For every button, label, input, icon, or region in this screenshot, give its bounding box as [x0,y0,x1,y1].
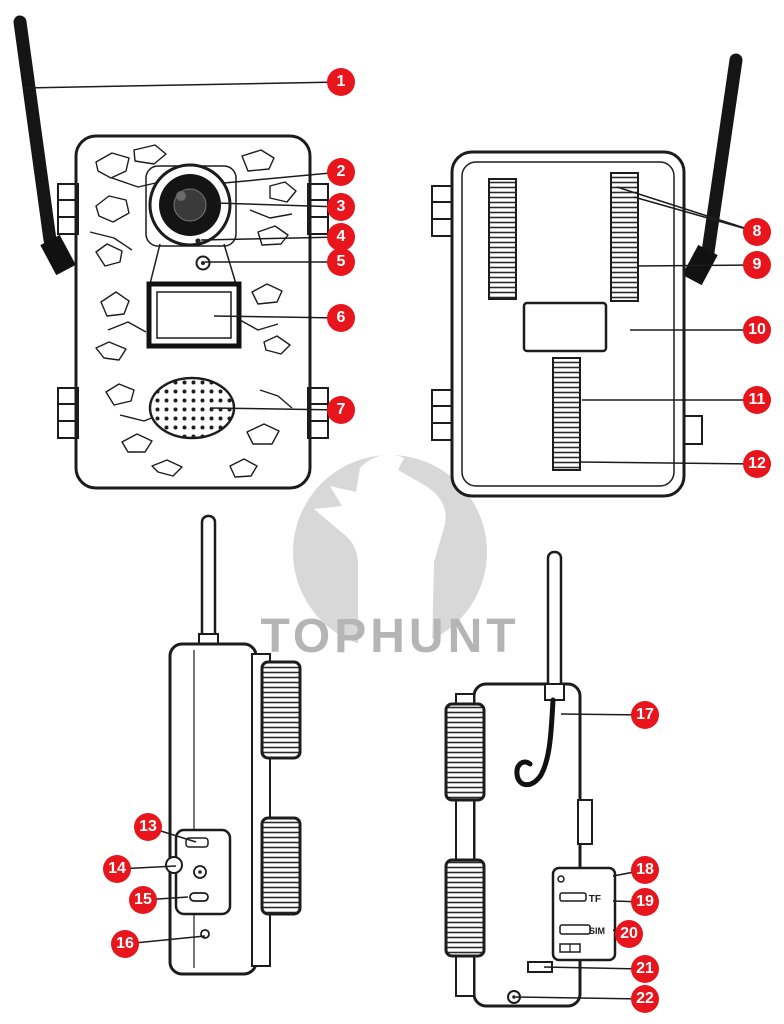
left-antenna-icon [200,514,217,644]
card-slot-panel: TF SIM [551,866,617,962]
pir-sensor-window [146,281,242,349]
camera-lens [145,163,237,247]
speaker-grille [148,376,236,440]
strap-loop-top-right-view [444,702,486,802]
left-body [168,642,258,976]
strap-rail-center [552,357,581,471]
microphone-hole [195,238,201,244]
strap-loop-top [260,660,302,760]
callout-badge-18: 18 [631,856,659,884]
antenna-hinge-hook [514,697,556,788]
right-antenna-base [544,683,565,701]
right-antenna-icon [546,550,563,690]
camo-pattern [89,144,297,478]
strap-rail-right [610,172,639,302]
sim-slot-label: SIM [589,926,605,936]
callout-badge-3: 3 [327,193,355,221]
watermark-brand-text: TOPHUNT [260,610,519,663]
tf-slot-label: TF [589,894,601,905]
callout-badge-12: 12 [743,450,771,478]
back-view [431,53,743,498]
lock-knob [165,856,183,874]
left-side-view [165,514,302,976]
dc-port [193,865,207,879]
callout-badge-9: 9 [743,251,771,279]
tf-card-slot [559,892,587,902]
callout-badge-21: 21 [631,955,659,983]
usb-port [189,892,209,902]
strap-rail-left [488,178,517,300]
callout-badge-22: 22 [631,985,659,1013]
wolf-silhouette-icon [314,454,446,649]
front-antenna-icon [13,15,57,247]
callout-badge-1: 1 [327,68,355,96]
light-sensor [195,255,211,271]
strap-loop-bottom [260,816,302,916]
callout-badge-4: 4 [327,223,355,251]
right-side-view: TF SIM [444,550,617,1008]
front-view [13,15,329,490]
front-antenna-connector [40,234,76,276]
callout-badge-16: 16 [111,930,139,958]
callout-badge-7: 7 [327,396,355,424]
callout-badge-8: 8 [743,218,771,246]
watermark-logo: TOPHUNT [260,454,519,663]
callout-badge-11: 11 [743,386,771,414]
callout-badge-13: 13 [134,813,162,841]
sim-card-slot [559,924,591,935]
callout-badge-15: 15 [129,886,157,914]
callout-badge-10: 10 [743,316,771,344]
callout-badge-17: 17 [631,701,659,729]
back-antenna-icon [701,53,743,259]
label-plate [522,301,608,353]
callout-badge-20: 20 [615,920,643,948]
callout-badge-6: 6 [327,304,355,332]
callout-badge-2: 2 [327,158,355,186]
port-compartment [165,828,232,939]
back-antenna-connector [682,244,718,286]
strap-loop-bottom-right-view [444,858,486,958]
callout-badge-14: 14 [103,855,131,883]
back-side-clips [431,185,703,445]
callout-badge-19: 19 [631,888,659,916]
callout-badge-5: 5 [327,248,355,276]
